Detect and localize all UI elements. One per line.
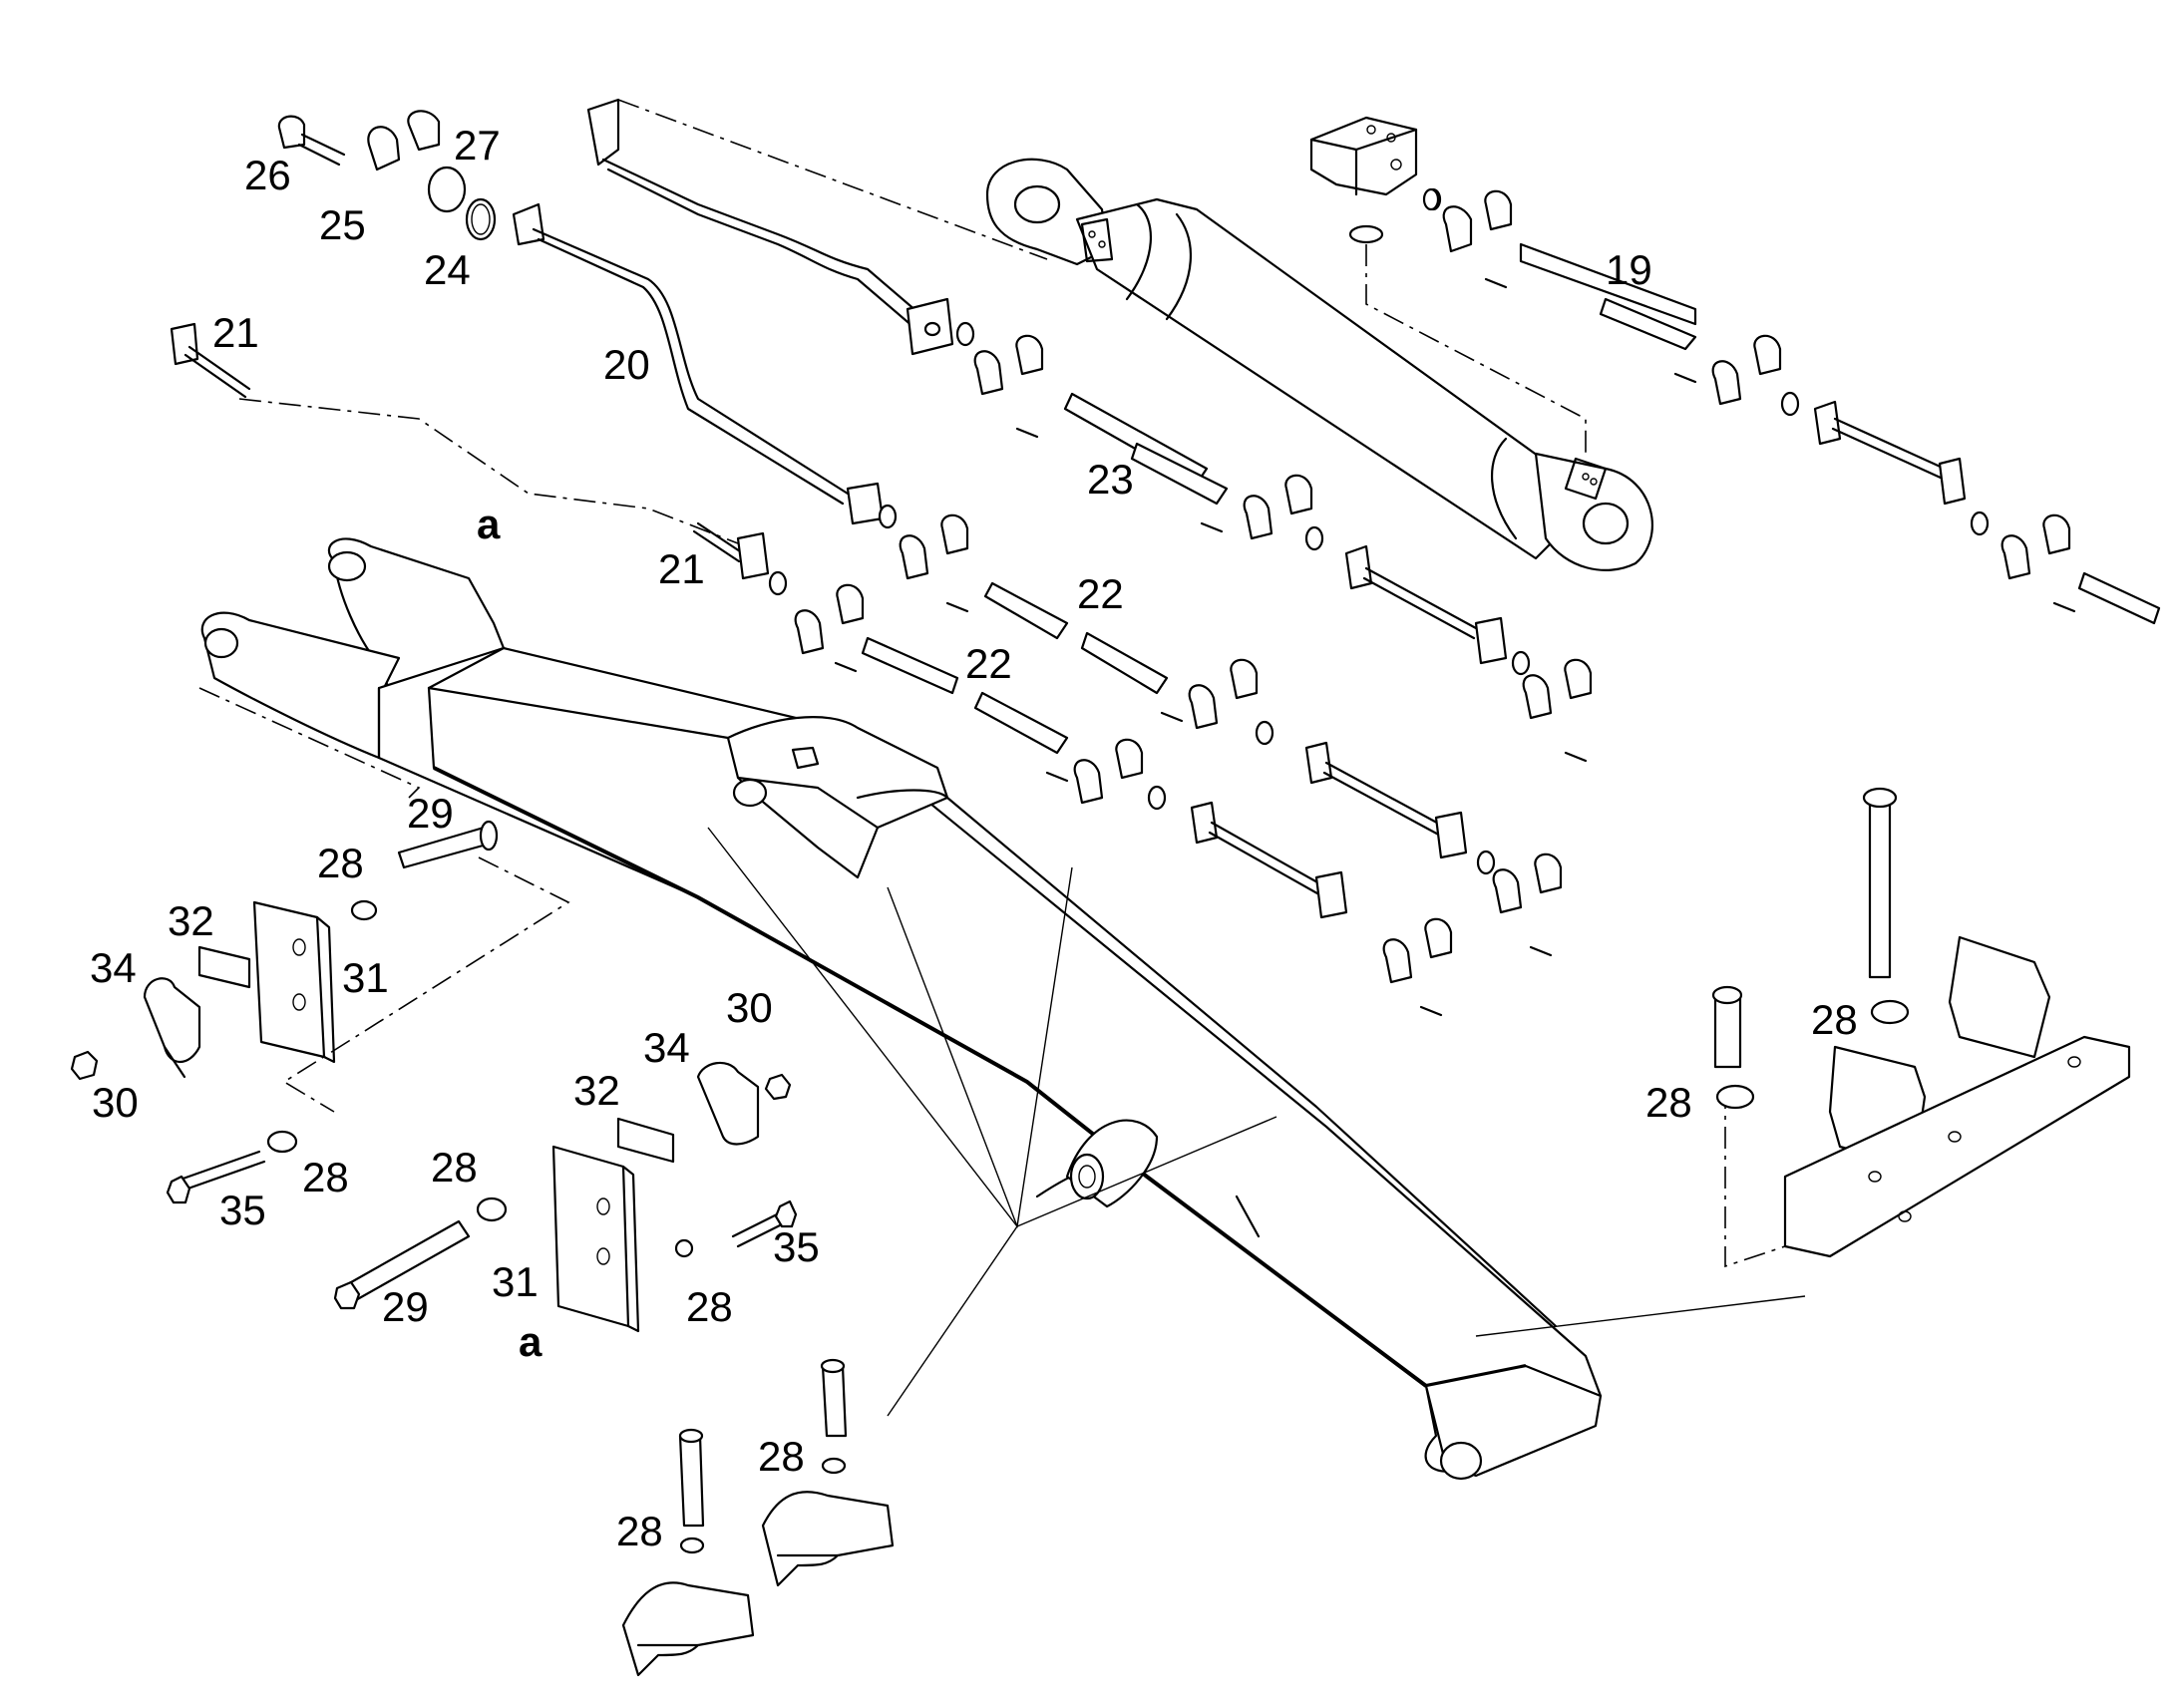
callout-28: 28 <box>302 1154 349 1200</box>
callout-34: 34 <box>90 944 137 991</box>
callout-29: 29 <box>407 790 454 837</box>
small-bolts <box>834 277 2076 1017</box>
callout-32: 32 <box>573 1067 620 1114</box>
callout-30: 30 <box>92 1079 139 1126</box>
bolt-26 <box>277 115 346 167</box>
callout-28: 28 <box>686 1283 733 1330</box>
callout-28: 28 <box>317 840 364 886</box>
callout-25: 25 <box>319 201 366 248</box>
pipes <box>170 98 1967 919</box>
boom-arm <box>200 537 1806 1481</box>
o-rings <box>427 166 1990 875</box>
reference-a: a <box>477 501 501 547</box>
bottom-clamps <box>621 1358 895 1677</box>
callout-29: 29 <box>382 1283 429 1330</box>
half-clamps <box>367 110 2071 984</box>
callout-20: 20 <box>603 341 650 388</box>
valve-block <box>1309 116 1442 244</box>
callout-32: 32 <box>168 897 214 944</box>
callout-31: 31 <box>492 1258 539 1305</box>
callout-26: 26 <box>244 152 291 198</box>
reference-a: a <box>519 1318 543 1365</box>
callout-28: 28 <box>1645 1079 1692 1126</box>
callout-28: 28 <box>431 1144 478 1191</box>
callout-35: 35 <box>773 1223 820 1270</box>
hydraulic-cylinder <box>985 158 1653 571</box>
callout-27: 27 <box>454 122 501 169</box>
left-clamp-assembly <box>70 820 499 1204</box>
callout-21: 21 <box>658 545 705 592</box>
hoses <box>861 242 2161 755</box>
callout-22: 22 <box>965 640 1012 687</box>
callout-19: 19 <box>1606 246 1652 293</box>
callout-35: 35 <box>219 1187 266 1233</box>
callout-labels: 19 20 21 21 22 22 23 24 25 26 27 28 28 2… <box>90 122 1858 1554</box>
callout-28: 28 <box>616 1508 663 1554</box>
callout-28: 28 <box>1811 996 1858 1043</box>
callout-22: 22 <box>1077 570 1124 617</box>
callout-31: 31 <box>342 954 389 1001</box>
middle-clamp-assembly <box>333 1061 798 1333</box>
callout-34: 34 <box>643 1024 690 1071</box>
callout-28: 28 <box>758 1433 805 1480</box>
callout-30: 30 <box>726 984 773 1031</box>
right-clamp-assembly <box>1711 787 2131 1258</box>
callout-23: 23 <box>1087 456 1134 503</box>
callout-21: 21 <box>212 309 259 356</box>
callout-24: 24 <box>424 246 471 293</box>
